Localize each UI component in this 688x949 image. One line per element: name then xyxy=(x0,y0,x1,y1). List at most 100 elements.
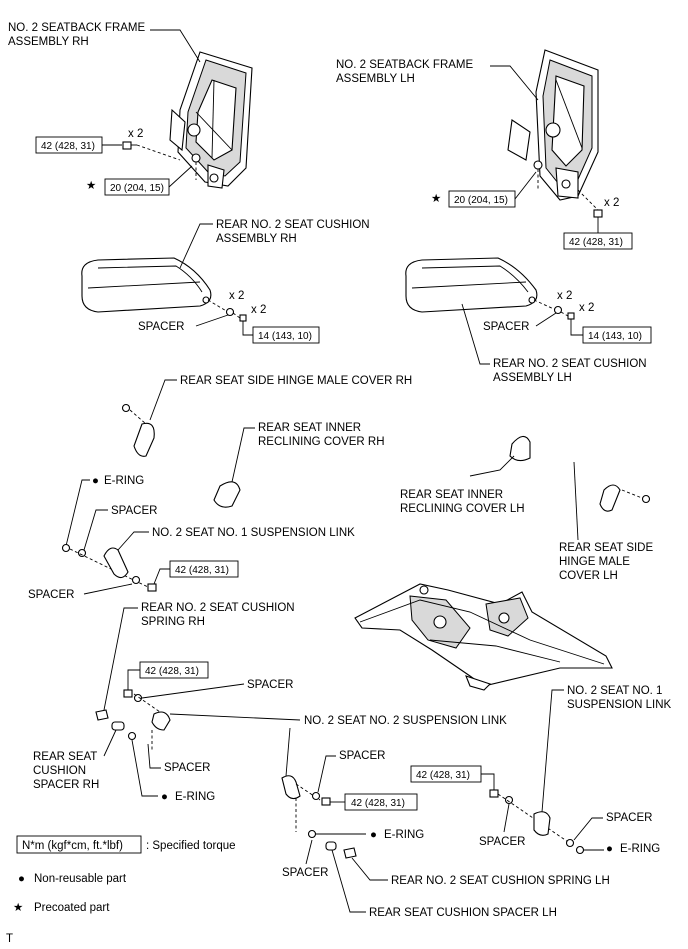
cushion-spacer-rh-line2: CUSHION xyxy=(33,765,86,777)
susp-link-1-lh-line1: NO. 2 SEAT NO. 1 xyxy=(567,685,662,697)
suspension-link-2-rh-part xyxy=(151,711,171,731)
spacer-label-1: SPACER xyxy=(111,505,157,517)
spacer-label-7: SPACER xyxy=(479,836,525,848)
torque-value-20-seatback-rh: 20 (204, 15) xyxy=(110,183,164,194)
e-ring-label-4: E-RING xyxy=(620,843,660,855)
seatback-rh-label-line1: NO. 2 SEATBACK FRAME xyxy=(8,22,146,34)
e-ring-part-1 xyxy=(61,543,71,553)
hinge-male-cover-lh-line1: REAR SEAT SIDE xyxy=(559,542,653,554)
torque-value-14-cushion-lh: 14 (143, 10) xyxy=(588,331,642,342)
legend-precoated-text: Precoated part xyxy=(34,902,110,914)
inner-recl-cover-rh-line2: RECLINING COVER RH xyxy=(258,436,385,448)
e-ring-part-2 xyxy=(127,731,137,741)
cushion-spacer-rh-line3: SPACER RH xyxy=(33,779,99,791)
inner-reclining-cover-lh-drawing xyxy=(509,435,531,462)
cushion-lh-label-line2: ASSEMBLY LH xyxy=(493,372,572,384)
torque-value-42-link1: 42 (428, 31) xyxy=(175,565,229,576)
cushion-rh-label-line1: REAR NO. 2 SEAT CUSHION xyxy=(216,219,370,231)
seatback-frame-rh-drawing xyxy=(169,51,253,189)
spacer-label-8: SPACER xyxy=(606,812,652,824)
e-ring-label-1: E-RING xyxy=(104,475,144,487)
e-ring-label-2: E-RING xyxy=(175,791,215,803)
torque-value-42-seatback-rh: 42 (428, 31) xyxy=(41,141,95,152)
seatback-rh-label-line2: ASSEMBLY RH xyxy=(8,36,89,48)
non-reusable-bullet-e-ring-4: ● xyxy=(606,843,613,855)
susp-link-1-label: NO. 2 SEAT NO. 1 SUSPENSION LINK xyxy=(152,527,355,539)
torque-value-42-seatback-lh: 42 (428, 31) xyxy=(569,237,623,248)
cushion-rh-label-line2: ASSEMBLY RH xyxy=(216,233,297,245)
torque-value-14-cushion-rh: 14 (143, 10) xyxy=(258,331,312,342)
qty-x2-cushion-rh-b: x 2 xyxy=(251,304,266,316)
precoated-star-seatback-rh: ★ xyxy=(86,180,96,192)
legend-torque-box xyxy=(16,835,142,854)
susp-link-2-label: NO. 2 SEAT NO. 2 SUSPENSION LINK xyxy=(304,715,507,727)
legend: N*m (kgf*cm, ft.*lbf) : Specified torque… xyxy=(13,835,236,914)
spacer-label-6: SPACER xyxy=(282,867,328,879)
cushion-spring-rh-line2: SPRING RH xyxy=(141,616,205,628)
bolt-part-1 xyxy=(147,583,157,592)
inner-reclining-cover-rh-drawing xyxy=(213,481,241,508)
cushion-spring-lh-label: REAR NO. 2 SEAT CUSHION SPRING LH xyxy=(391,875,610,887)
hinge-male-cover-rh-label: REAR SEAT SIDE HINGE MALE COVER RH xyxy=(180,375,412,387)
suspension-link-1-rh-part xyxy=(103,547,129,579)
spacer-part-8 xyxy=(565,838,575,848)
seat-cushion-lh-drawing xyxy=(405,257,538,313)
bolt-part-3 xyxy=(321,797,331,806)
legend-bullet-symbol: ● xyxy=(18,873,25,885)
cushion-spacer-rh-line1: REAR SEAT xyxy=(33,751,97,763)
suspension-link-2-lh-part xyxy=(281,775,301,800)
qty-x2-cushion-rh-a: x 2 xyxy=(229,290,244,302)
cushion-spacer-lh-part xyxy=(325,841,337,851)
cushion-spacer-rh-part xyxy=(111,721,125,731)
seat-cushion-rh-drawing xyxy=(81,257,212,313)
legend-non-reusable-text: Non-reusable part xyxy=(34,873,127,885)
legend-torque-text: : Specified torque xyxy=(146,840,236,852)
legend-torque-box-text: N*m (kgf*cm, ft.*lbf) xyxy=(22,840,123,852)
inner-recl-cover-lh-line1: REAR SEAT INNER xyxy=(400,489,503,501)
bolt-part-4 xyxy=(489,789,499,798)
hinge-male-cover-lh-line3: COVER LH xyxy=(559,570,618,582)
spacer-label-2: SPACER xyxy=(28,589,74,601)
spacer-part-5 xyxy=(311,791,321,801)
e-ring-part-3 xyxy=(307,829,317,839)
spacer-label-cushion-rh: SPACER xyxy=(138,321,184,333)
susp-link-1-lh-line2: SUSPENSION LINK xyxy=(567,699,671,711)
qty-x2-seatback-rh: x 2 xyxy=(128,128,143,140)
seatback-rh-fasteners xyxy=(122,141,201,180)
qty-x2-cushion-lh-a: x 2 xyxy=(557,290,572,302)
torque-value-42-link2-lh: 42 (428, 31) xyxy=(351,798,405,809)
spacer-part-1 xyxy=(77,548,87,558)
seatback-frame-lh-drawing xyxy=(507,49,599,201)
non-reusable-bullet-e-ring-2: ● xyxy=(161,791,168,803)
torque-value-42-link2-rh: 42 (428, 31) xyxy=(145,666,199,677)
cushion-spring-rh-line1: REAR NO. 2 SEAT CUSHION xyxy=(141,602,295,614)
cushion-spacer-lh-label: REAR SEAT CUSHION SPACER LH xyxy=(369,907,557,919)
inner-recl-cover-lh-line2: RECLINING COVER LH xyxy=(400,503,525,515)
non-reusable-bullet-e-ring-3: ● xyxy=(370,829,377,841)
torque-value-20-seatback-lh: 20 (204, 15) xyxy=(454,195,508,206)
spacer-part-2 xyxy=(131,575,141,585)
hinge-male-cover-rh-drawing xyxy=(121,403,155,457)
spacer-label-cushion-lh: SPACER xyxy=(483,321,529,333)
spacer-label-4: SPACER xyxy=(164,762,210,774)
seatback-lh-label-line2: ASSEMBLY LH xyxy=(336,73,415,85)
hinge-male-cover-lh-line2: HINGE MALE xyxy=(559,556,630,568)
legend-star-symbol: ★ xyxy=(13,902,23,914)
spacer-part-7 xyxy=(504,795,514,805)
suspension-link-1-lh-part xyxy=(533,811,551,836)
cushion-spring-rh-part xyxy=(95,709,109,721)
torque-value-42-link1-lh: 42 (428, 31) xyxy=(416,770,470,781)
spacer-label-3: SPACER xyxy=(247,679,293,691)
precoated-star-seatback-lh: ★ xyxy=(431,193,441,205)
hinge-male-cover-lh-drawing xyxy=(599,484,651,512)
qty-x2-cushion-lh-b: x 2 xyxy=(579,302,594,314)
cushion-lh-fasteners xyxy=(533,299,575,320)
corner-mark: T xyxy=(6,933,13,945)
e-ring-label-3: E-RING xyxy=(384,829,424,841)
cushion-rh-fasteners xyxy=(207,299,247,322)
seatback-lh-label-line1: NO. 2 SEATBACK FRAME xyxy=(336,59,474,71)
inner-recl-cover-rh-line1: REAR SEAT INNER xyxy=(258,422,361,434)
non-reusable-bullet-e-ring-1: ● xyxy=(92,475,99,487)
